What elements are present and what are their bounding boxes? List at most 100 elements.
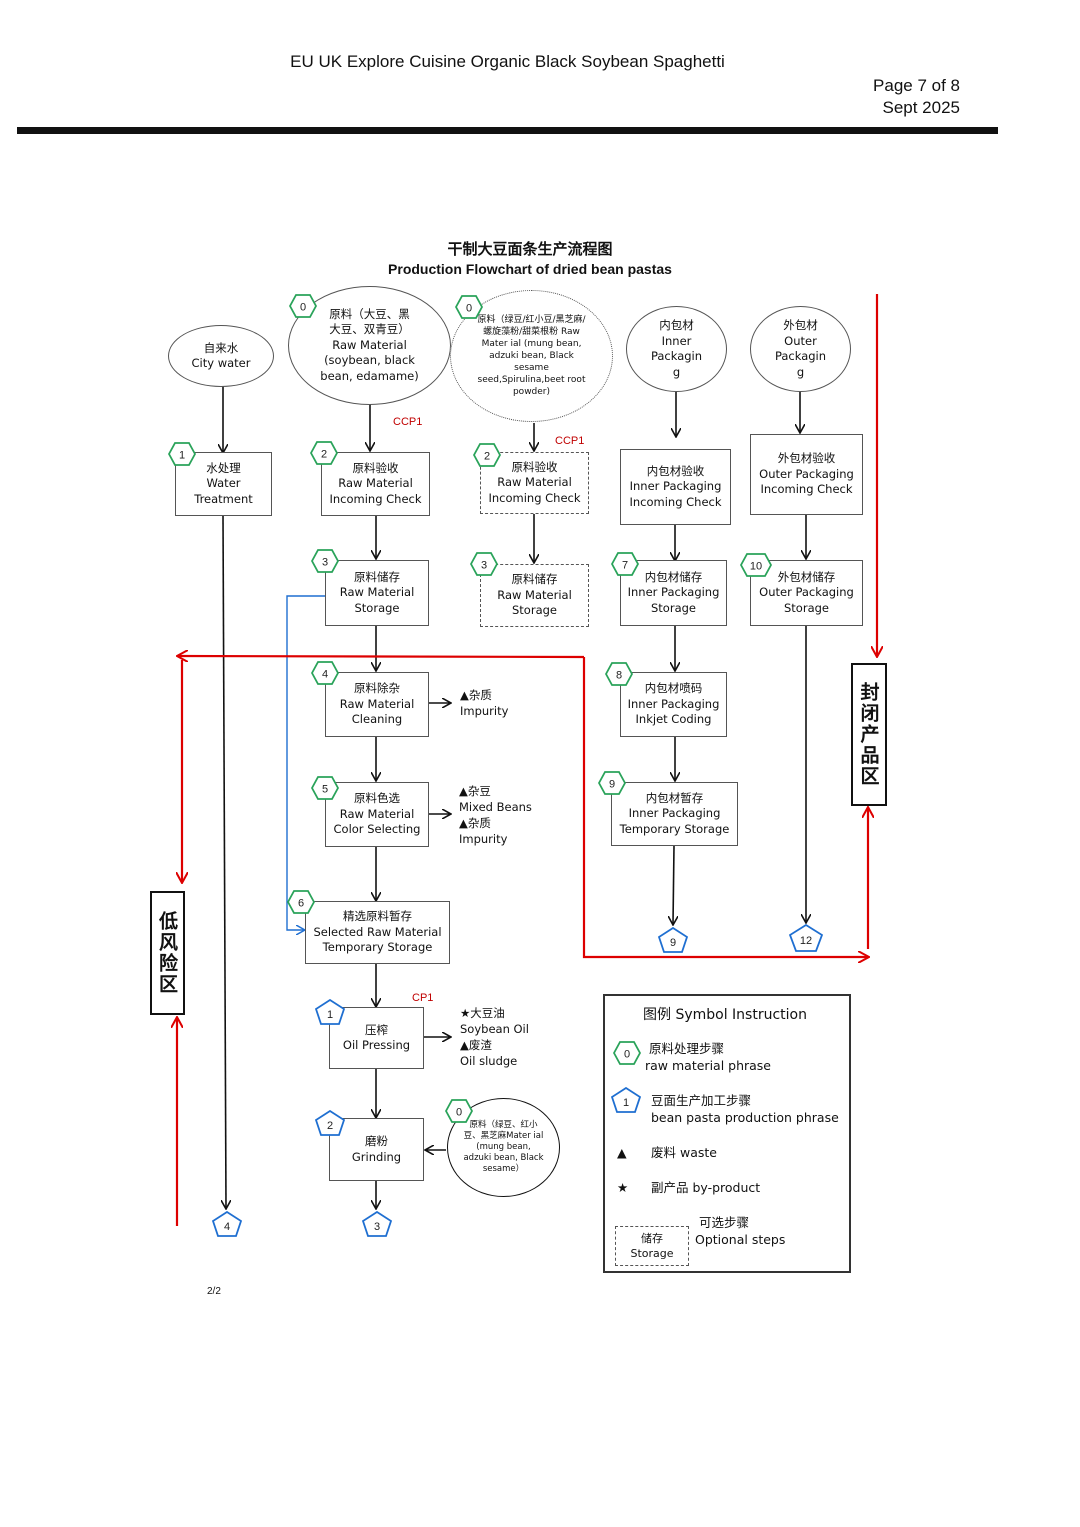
badge-number: 2 — [321, 449, 327, 461]
badge-raw-phase: 0 — [444, 1099, 474, 1127]
source-line: (soybean, black — [324, 353, 415, 368]
source-line: 外包材 — [783, 318, 818, 332]
step-outer-packaging-storage: 外包材储存 Outer Packaging Storage — [750, 560, 863, 626]
step-en: Raw Material — [497, 475, 572, 490]
step-inner-packaging-temporary-storage: 内包材暂存 Inner Packaging Temporary Storage — [611, 782, 738, 846]
zone-closed-product: 封闭产品区 — [851, 663, 887, 806]
badge-number: 9 — [609, 779, 615, 791]
zone-low-risk: 低风险区 — [150, 891, 185, 1015]
legend-opt-en: Storage — [630, 1247, 674, 1260]
connector-number: 3 — [374, 1221, 380, 1233]
step-en: Inner Packaging — [628, 806, 721, 821]
step-cn: 外包材储存 — [777, 569, 836, 584]
source-line: 内包材 — [659, 318, 694, 332]
connector-9: 9 — [657, 926, 689, 957]
step-en: Inner Packaging — [627, 585, 720, 600]
note-line: Impurity — [460, 704, 509, 718]
ccp-label: CCP1 — [555, 435, 585, 447]
note-line: ★大豆油 — [460, 1006, 505, 1020]
note-line: ▲废渣 — [460, 1038, 492, 1052]
step-cn: 内包材暂存 — [645, 790, 704, 805]
step-cn: 磨粉 — [365, 1134, 388, 1148]
connector-4: 4 — [211, 1210, 243, 1241]
legend-byproduct: 副产品 by-product — [651, 1180, 761, 1195]
source-line: Inner — [661, 333, 692, 348]
flowchart-title-en: Production Flowchart of dried bean pasta… — [388, 261, 672, 277]
badge-number: 6 — [298, 898, 304, 910]
note-cleaning-waste: ▲杂质 Impurity — [460, 687, 508, 719]
step-en: Incoming Check — [760, 482, 853, 497]
source-label-en: City water — [191, 356, 251, 370]
badge-raw-phase: 8 — [604, 662, 634, 690]
step-en: Raw Material — [497, 587, 572, 602]
step-cn: 原料除杂 — [354, 681, 400, 696]
badge-production-phase: 2 — [314, 1109, 346, 1140]
source-line: g — [796, 364, 805, 379]
step-en: Raw Material — [338, 476, 413, 491]
legend-cn: 原料处理步骤 — [649, 1041, 725, 1056]
note-line: Mixed Beans — [459, 800, 532, 814]
badge-number: 1 — [623, 1097, 629, 1109]
step-cn: 水处理 — [206, 460, 241, 475]
legend-raw-badge: 0 — [612, 1041, 642, 1069]
badge-number: 0 — [456, 1107, 462, 1119]
step-cn: 原料储存 — [511, 572, 558, 587]
step-en: Raw Material — [339, 585, 415, 600]
legend-optional-steps: 可选步骤 Optional steps — [695, 1214, 785, 1248]
step-inner-packaging-storage: 内包材储存 Inner Packaging Storage — [620, 560, 727, 626]
step-cn: 内包材验收 — [646, 463, 705, 478]
step-en: Inkjet Coding — [635, 712, 712, 727]
badge-raw-phase: 3 — [469, 552, 499, 580]
step-raw-material-cleaning: 原料除杂 Raw Material Cleaning — [325, 672, 429, 737]
legend-title: 图例 Symbol Instruction — [643, 1007, 807, 1023]
step-en: Color Selecting — [333, 822, 421, 837]
badge-number: 1 — [179, 450, 185, 462]
note-line: ▲杂质 — [460, 688, 492, 702]
step-en: Oil Pressing — [342, 1038, 411, 1052]
step-cn: 原料验收 — [511, 459, 558, 474]
connector-12: 12 — [788, 923, 824, 956]
step-en: Outer Packaging — [759, 466, 854, 481]
source-inner-packaging: 内包材 Inner Packagin g — [626, 306, 727, 392]
badge-raw-phase: 9 — [597, 771, 627, 799]
legend-opt-cn: 储存 — [641, 1232, 663, 1245]
badge-raw-phase: 0 — [288, 294, 318, 322]
step-en: Selected Raw Material — [313, 924, 442, 939]
step-raw-material-storage: 原料储存 Raw Material Storage — [325, 560, 429, 626]
badge-number: 0 — [466, 303, 472, 315]
step-raw-material-incoming-check: 原料验收 Raw Material Incoming Check — [321, 452, 430, 516]
source-line: Raw Material — [332, 337, 407, 352]
document-title: EU UK Explore Cuisine Organic Black Soyb… — [290, 52, 725, 71]
step-selected-raw-material-temporary-storage: 精选原料暂存 Selected Raw Material Temporary S… — [305, 901, 450, 964]
header-rule — [17, 127, 998, 134]
step-en: Inner Packaging — [627, 696, 720, 711]
badge-number: 0 — [624, 1049, 630, 1061]
step-en: Incoming Check — [629, 494, 722, 509]
page-date: Sept 2025 — [882, 98, 960, 117]
step-cn: 外包材验收 — [777, 451, 836, 466]
badge-raw-phase: 1 — [167, 442, 197, 470]
note-color-selecting-waste: ▲杂豆 Mixed Beans ▲杂质 Impurity — [459, 783, 532, 847]
step-en: Incoming Check — [488, 490, 581, 505]
step-raw-material-color-selecting: 原料色选 Raw Material Color Selecting — [325, 782, 429, 847]
source-label-cn: 自来水 — [203, 340, 239, 355]
badge-raw-phase: 2 — [472, 443, 502, 471]
step-cn: 精选原料暂存 — [343, 909, 412, 924]
step-en: Storage — [784, 600, 829, 615]
step-cn: 压榨 — [365, 1022, 388, 1037]
step-outer-packaging-incoming-check: 外包材验收 Outer Packaging Incoming Check — [750, 434, 863, 515]
step-en: Storage — [354, 600, 400, 615]
badge-raw-phase: 4 — [310, 661, 340, 689]
step-inner-packaging-inkjet-coding: 内包材喷码 Inner Packaging Inkjet Coding — [620, 672, 727, 737]
badge-number: 10 — [750, 561, 762, 573]
legend-en: Optional steps — [695, 1232, 786, 1247]
source-line: Packagin — [774, 349, 827, 363]
badge-number: 7 — [622, 560, 628, 572]
note-oil-pressing-output: ★大豆油 Soybean Oil ▲废渣 Oil sludge — [460, 1005, 529, 1069]
badge-raw-phase: 6 — [286, 890, 316, 918]
source-city-water: 自来水 City water — [168, 325, 274, 387]
badge-number: 4 — [322, 669, 328, 681]
legend-waste: 废料 waste — [651, 1145, 717, 1160]
legend-en: raw material phrase — [645, 1058, 772, 1073]
badge-raw-phase: 2 — [309, 441, 339, 469]
